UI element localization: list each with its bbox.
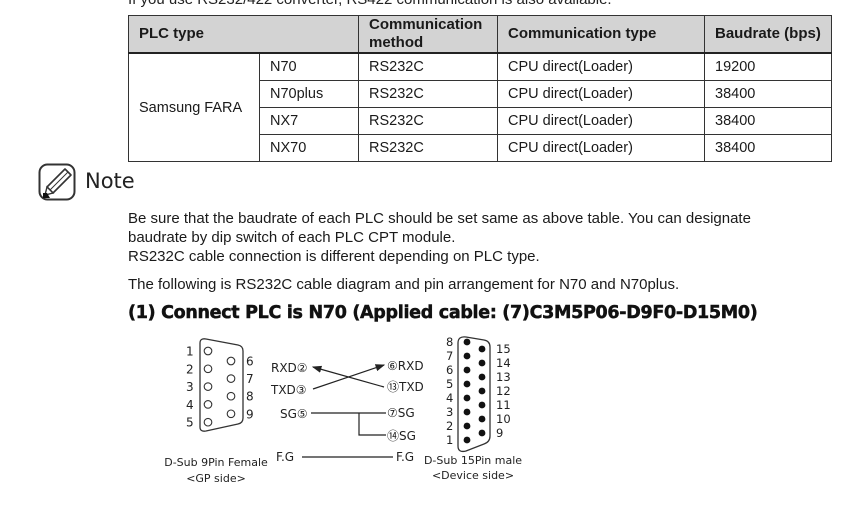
db15-pin-number: 6 (446, 363, 453, 377)
section-title: (1) Connect PLC is N70 (Applied cable: (… (128, 303, 758, 324)
db15-pin (478, 401, 486, 409)
baudrate-cell: 38400 (704, 134, 832, 162)
table-row: N70plus RS232C CPU direct(Loader) 38400 (129, 80, 832, 108)
header-comm-type: Communication type (497, 15, 705, 54)
db15-pin (463, 422, 471, 430)
db9-pin (203, 346, 213, 356)
type-cell: CPU direct(Loader) (497, 107, 705, 135)
db9-pin-number: 5 (186, 416, 194, 430)
db9-shell (199, 338, 244, 432)
db15-shell (457, 336, 491, 453)
db9-pin-number: 3 (186, 380, 194, 394)
db9-pin-number: 1 (186, 345, 194, 359)
note-paragraph: Be sure that the baudrate of each PLC sh… (128, 209, 751, 247)
sg-branch-wire (358, 413, 386, 436)
header-baudrate: Baudrate (bps) (704, 15, 832, 54)
note-paragraph-2: The following is RS232C cable diagram an… (128, 276, 680, 293)
type-cell: CPU direct(Loader) (497, 134, 705, 162)
header-comm-method: Communication method (358, 15, 498, 54)
method-cell: RS232C (358, 134, 498, 162)
db15-pin (463, 338, 471, 346)
table-row: Samsung FARA N70 RS232C CPU direct(Loade… (128, 52, 832, 162)
type-cell: CPU direct(Loader) (497, 52, 705, 81)
db15-pin-number: 7 (446, 349, 453, 363)
db9-pin-number: 4 (186, 398, 194, 412)
db9-pin (203, 382, 213, 391)
method-cell: RS232C (358, 80, 498, 108)
db15-pin-number: 12 (496, 384, 511, 398)
right-rxd-label: ⑥RXD (387, 359, 424, 373)
note-line: baudrate by dip switch of each PLC CPT m… (128, 229, 456, 246)
db15-pin (478, 429, 486, 437)
right-txd-label: ⑬TXD (387, 380, 424, 394)
left-fg-label: F.G (276, 450, 294, 464)
db15-pin (478, 415, 486, 423)
db9-pin-number: 2 (186, 362, 194, 376)
db9-pin (226, 356, 236, 366)
db15-pin-number: 9 (496, 426, 503, 440)
table-header-row: PLC type Communication method Communicat… (128, 15, 832, 54)
txd-to-rxd-wire-reverse (311, 365, 385, 388)
plc-table: PLC type Communication method Communicat… (128, 15, 832, 162)
db15-pin-number: 14 (496, 356, 511, 370)
table-row: NX7 RS232C CPU direct(Loader) 38400 (129, 107, 832, 135)
db15-pin (478, 373, 486, 381)
db15-pin (463, 408, 471, 416)
db15-pin (463, 380, 471, 388)
db9-pin (226, 391, 236, 401)
db15-pin-number: 2 (446, 419, 453, 433)
note-title: Note (85, 169, 135, 193)
right-connector-side: <Device side> (432, 469, 514, 482)
type-cell: CPU direct(Loader) (497, 80, 705, 108)
db9-pin (226, 409, 236, 419)
db15-pin (463, 394, 471, 402)
db9-pin (203, 400, 213, 409)
table-row: NX70 RS232C CPU direct(Loader) 38400 (129, 134, 832, 162)
db9-pin-number: 7 (246, 372, 254, 386)
db15-pin-number: 11 (496, 398, 511, 412)
db9-pin-number: 6 (246, 355, 254, 369)
right-connector-name: D-Sub 15Pin male (424, 454, 522, 467)
db15-pin (463, 366, 471, 374)
db15-pin-number: 15 (496, 342, 511, 356)
left-sg-label: SG⑤ (280, 407, 308, 421)
db15-pin-number: 13 (496, 370, 511, 384)
note-line: RS232C cable connection is different dep… (128, 248, 540, 265)
db9-pin (203, 364, 213, 374)
right-sg2-label: ⑭SG (387, 429, 416, 443)
db9-pin (226, 374, 236, 383)
left-rxd-label: RXD② (271, 361, 308, 375)
db15-pin (478, 359, 486, 367)
cut-off-text-line: If you use RS232/422 converter, RS422 co… (128, 0, 612, 8)
left-txd-label: TXD③ (270, 383, 307, 397)
db15-pin (463, 352, 471, 360)
db9-pin (203, 417, 213, 427)
model-cell: NX7 (259, 107, 359, 135)
db15-pin (463, 436, 471, 444)
right-fg-label: F.G (396, 450, 414, 464)
db15-pin-number: 1 (446, 433, 453, 447)
db9-pin-number: 9 (246, 407, 254, 421)
vendor-cell: Samsung FARA (128, 52, 260, 162)
db9-connector: 1 2 3 4 5 6 7 8 9 (186, 338, 254, 432)
left-connector-side: <GP side> (186, 472, 246, 485)
db15-pin-number: 5 (446, 377, 453, 391)
db9-pin-number: 8 (246, 390, 254, 404)
db15-pin (478, 345, 486, 353)
db15-pin-number: 4 (446, 391, 453, 405)
left-connector-name: D-Sub 9Pin Female (164, 456, 268, 469)
model-cell: N70 (259, 52, 359, 81)
db15-pin-number: 10 (496, 412, 511, 426)
model-cell: NX70 (259, 134, 359, 162)
right-sg1-label: ⑦SG (387, 406, 415, 420)
note-line: Be sure that the baudrate of each PLC sh… (128, 210, 751, 227)
db15-pin (478, 387, 486, 395)
db15-pin-number: 3 (446, 405, 453, 419)
db15-pin-number: 8 (446, 335, 453, 349)
pencil-note-icon (38, 163, 76, 201)
